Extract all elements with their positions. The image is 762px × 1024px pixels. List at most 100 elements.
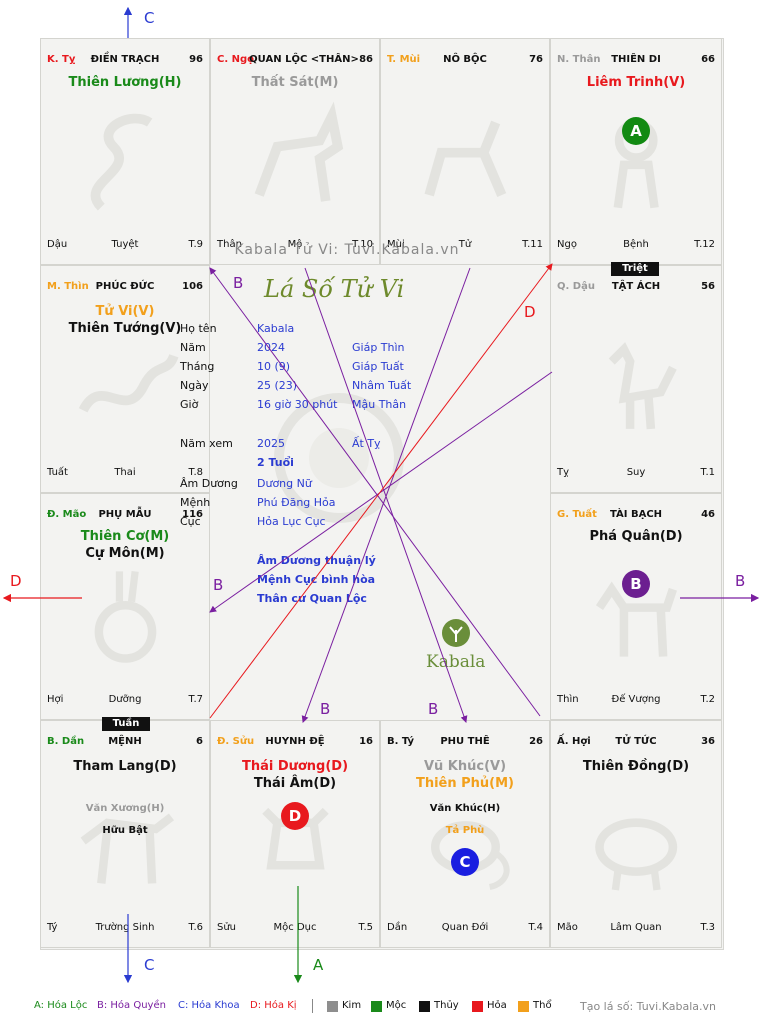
palace-name: THIÊN DI: [611, 54, 661, 65]
age-label: 2 Tuổi: [257, 456, 294, 469]
label-ho-ten: Họ tên: [180, 322, 217, 335]
label-menh: Mệnh: [180, 496, 211, 509]
goat-icon: [424, 120, 506, 197]
palace-name: QUAN LỘC <THÂN>: [249, 54, 359, 65]
branch-label: Dần: [387, 922, 408, 933]
palace-number: T.5: [358, 922, 373, 933]
main-star: Thái Âm(D): [253, 776, 337, 791]
main-star: Thiên Tướng(V): [68, 321, 182, 336]
label-nam: Năm: [180, 341, 206, 354]
legend-hoa-ki: D: Hóa Kị: [250, 1000, 297, 1011]
main-star: Tham Lang(D): [73, 759, 177, 774]
value-menh: Phú Đăng Hỏa: [257, 496, 336, 509]
stage-label: Mộ: [287, 239, 303, 250]
legend-hoa-khoa: C: Hóa Khoa: [178, 1000, 240, 1011]
value-ngay: 25 (23): [257, 379, 298, 392]
stage-label: Đế Vượng: [611, 694, 661, 705]
swatch-hoa: [472, 1001, 483, 1012]
pig-icon: [594, 818, 677, 891]
legend-hoa-loc: A: Hóa Lộc: [34, 1000, 88, 1011]
chart-title: Lá Số Tử Vi: [264, 275, 405, 303]
legend-moc: Mộc: [386, 1000, 407, 1011]
main-star: Cự Môn(M): [85, 546, 165, 561]
can-chi-ngay: Nhâm Tuất: [352, 379, 412, 392]
palace-name: TẬT ÁCH: [611, 281, 661, 292]
branch-label: Thân: [217, 239, 242, 250]
label-am-duong: Âm Dương: [180, 477, 238, 490]
branch-label: Tý: [47, 922, 58, 933]
palace-number: T.1: [700, 467, 715, 478]
value-nam: 2024: [257, 341, 285, 354]
arrow-label-a-bottom: A: [313, 956, 324, 974]
palace-name: MỆNH: [108, 736, 142, 747]
palace-number: T.9: [188, 239, 203, 250]
stage-label: Tuyệt: [111, 239, 139, 250]
triet-tag: Triệt: [611, 262, 659, 276]
swatch-tho: [518, 1001, 529, 1012]
palace-name: PHỤ MẪU: [98, 509, 152, 520]
arrow-label-b-3: B: [320, 700, 331, 718]
palace-score: 66: [701, 54, 715, 65]
value-thang: 10 (9): [257, 360, 291, 373]
hoa-quyen-badge: B: [622, 570, 650, 598]
palace-number: T.8: [188, 467, 203, 478]
main-star: Thiên Phủ(M): [415, 776, 515, 791]
palace-name: PHU THÊ: [440, 736, 490, 747]
branch-label: Ngọ: [557, 239, 577, 250]
palace-score: 56: [701, 281, 715, 292]
branch-label: Tỵ: [557, 467, 570, 478]
palace-stem: Đ. Sửu: [217, 736, 255, 747]
palace-stem: T. Mùi: [387, 54, 421, 65]
palace-number: T.11: [522, 239, 543, 250]
palace-number: T.12: [694, 239, 715, 250]
label-gio: Giờ: [180, 398, 199, 411]
arrow-label-d-left: D: [10, 572, 22, 590]
palace-score: 46: [701, 509, 715, 520]
value-cuc: Hỏa Lục Cục: [257, 515, 326, 528]
legend-hoa: Hỏa: [487, 1000, 507, 1011]
palace-number: T.10: [352, 239, 373, 250]
legend-hoa-quyen: B: Hóa Quyền: [97, 1000, 166, 1011]
palace-score: 96: [189, 54, 203, 65]
palace-stem: Ấ. Hợi: [557, 736, 591, 747]
minor-star: Văn Xương(H): [85, 803, 165, 814]
stage-label: Mộc Dục: [273, 922, 317, 933]
palace-number: T.4: [528, 922, 543, 933]
palace-score: 6: [196, 736, 203, 747]
palace-name: TÀI BẠCH: [609, 509, 663, 520]
palace-stem: B. Tý: [387, 736, 415, 747]
branch-label: Thìn: [557, 694, 579, 705]
palace-stem: Q. Dậu: [557, 281, 595, 292]
palace-number: T.7: [188, 694, 203, 705]
main-star: Thiên Đồng(D): [582, 759, 690, 774]
palace-score: 26: [529, 736, 543, 747]
horse-icon: [254, 101, 343, 202]
palace-number: T.3: [700, 922, 715, 933]
main-star: Thất Sát(M): [251, 75, 339, 90]
value-gio: 16 giờ 30 phút: [257, 398, 338, 411]
legend-credit[interactable]: Tạo lá số: Tuvi.Kabala.vn: [580, 1000, 716, 1013]
arrow-label-b-4: B: [428, 700, 439, 718]
arrow-label-d-inner: D: [524, 303, 536, 321]
stage-label: Tử: [458, 239, 472, 250]
branch-label: Mùi: [387, 239, 405, 250]
palace-stem: B. Dần: [47, 736, 85, 747]
arrow-label-b-1: B: [233, 274, 244, 292]
stage-label: Lâm Quan: [610, 922, 662, 933]
arrow-label-b-right: B: [735, 572, 746, 590]
stage-label: Trường Sinh: [95, 922, 155, 933]
main-star: Vũ Khúc(V): [423, 759, 507, 774]
arrow-label-b-2: B: [213, 576, 224, 594]
swatch-moc: [371, 1001, 382, 1012]
